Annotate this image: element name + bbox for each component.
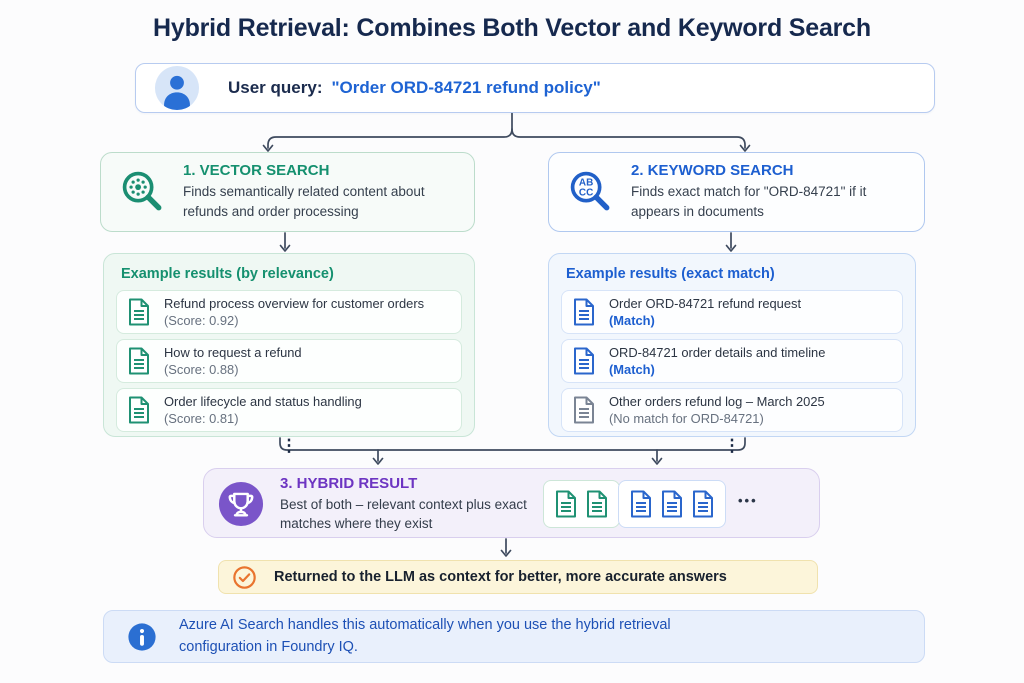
result-match: (Match) xyxy=(609,362,655,378)
trophy-icon xyxy=(218,481,264,527)
arrowhead-hybrid-left xyxy=(372,457,384,465)
document-icon xyxy=(129,396,149,424)
keyword-search-card: AB CC 2. KEYWORD SEARCH Finds exact matc… xyxy=(548,152,925,232)
connector-results-merge xyxy=(279,437,746,451)
result-title: How to request a refund xyxy=(164,345,302,361)
vector-search-title: 1. VECTOR SEARCH xyxy=(183,162,330,180)
info-icon xyxy=(128,622,156,651)
document-icon xyxy=(129,347,149,375)
keyword-search-description: Finds exact match for "ORD-84721" if it … xyxy=(631,184,867,219)
page-title: Hybrid Retrieval: Combines Both Vector a… xyxy=(153,14,871,42)
result-title: Order ORD-84721 refund request xyxy=(609,296,802,311)
user-avatar-icon xyxy=(154,65,200,111)
vector-search-card: 1. VECTOR SEARCH Finds semantically rela… xyxy=(100,152,475,232)
keyword-result-item: ORD-84721 order details and timeline (Ma… xyxy=(561,339,903,384)
result-title: Other orders refund log – March 2025 xyxy=(609,394,825,410)
check-circle-icon xyxy=(233,565,256,589)
connector-query-split-left xyxy=(267,112,513,149)
arrowhead-keyword-card xyxy=(739,144,751,152)
arrowhead-vector-card xyxy=(262,144,274,152)
document-icon xyxy=(587,490,607,518)
result-title: ORD-84721 order details and timeline xyxy=(609,345,826,361)
more-results-ellipsis: ⋮ xyxy=(280,436,298,456)
user-query-box: User query: "Order ORD-84721 refund poli… xyxy=(135,63,935,113)
keyword-icon-letters-bottom: CC xyxy=(579,187,593,198)
vector-result-item: How to request a refund (Score: 0.88) xyxy=(116,339,462,384)
user-query-label: User query: xyxy=(228,78,323,97)
document-icon xyxy=(574,396,594,424)
document-icon xyxy=(662,490,682,518)
arrowhead-llm xyxy=(500,549,512,557)
vector-docs-group xyxy=(543,480,620,528)
document-icon xyxy=(574,298,594,326)
result-score: (Score: 0.92) xyxy=(164,313,239,329)
connector-query-split-right xyxy=(511,128,746,149)
hybrid-result-description: Best of both – relevant context plus exa… xyxy=(280,496,527,531)
vector-results-panel: Example results (by relevance) Refund pr… xyxy=(103,253,475,454)
more-results-ellipsis: ⋮ xyxy=(723,436,741,456)
result-title: Order lifecycle and status handling xyxy=(164,394,362,410)
keyword-search-title: 2. KEYWORD SEARCH xyxy=(631,162,794,180)
result-no-match: (No match for ORD-84721) xyxy=(609,411,764,427)
keyword-results-header: Example results (exact match) xyxy=(566,266,775,282)
vector-magnifier-icon xyxy=(122,171,162,211)
arrowhead-keyword-results xyxy=(725,244,737,252)
hybrid-result-card: 3. HYBRID RESULT Best of both – relevant… xyxy=(203,468,820,538)
keyword-result-item: Order ORD-84721 refund request (Match) xyxy=(561,290,903,335)
user-query-text: "Order ORD-84721 refund policy" xyxy=(331,78,601,97)
hybrid-result-title: 3. HYBRID RESULT xyxy=(280,474,418,492)
arrowhead-hybrid-right xyxy=(651,457,663,465)
keyword-result-item: Other orders refund log – March 2025 (No… xyxy=(561,388,903,433)
azure-info-banner: Azure AI Search handles this automatical… xyxy=(103,610,925,663)
vector-result-item: Order lifecycle and status handling (Sco… xyxy=(116,388,462,433)
vector-search-description: Finds semantically related content about… xyxy=(183,184,425,219)
keyword-icon-letters-top: AB xyxy=(579,177,593,188)
keyword-docs-group xyxy=(618,480,726,528)
vector-results-header: Example results (by relevance) xyxy=(121,266,334,282)
document-icon xyxy=(693,490,713,518)
document-icon xyxy=(556,490,576,518)
result-score: (Score: 0.81) xyxy=(164,411,239,427)
keyword-magnifier-icon: AB CC xyxy=(570,171,610,211)
result-score: (Score: 0.88) xyxy=(164,362,239,378)
result-match: (Match) xyxy=(609,313,655,329)
document-icon xyxy=(129,298,149,326)
keyword-results-panel: Example results (exact match) Order ORD-… xyxy=(548,253,916,454)
document-icon xyxy=(574,347,594,375)
llm-banner-text: Returned to the LLM as context for bette… xyxy=(274,569,727,585)
arrowhead-vector-results xyxy=(279,244,291,252)
result-title: Refund process overview for customer ord… xyxy=(164,296,425,311)
llm-context-banner: Returned to the LLM as context for bette… xyxy=(218,560,818,594)
more-docs-ellipsis: ••• xyxy=(738,493,758,508)
vector-result-item: Refund process overview for customer ord… xyxy=(116,290,462,335)
info-banner-text: Azure AI Search handles this automatical… xyxy=(179,616,671,655)
document-icon xyxy=(631,490,651,518)
